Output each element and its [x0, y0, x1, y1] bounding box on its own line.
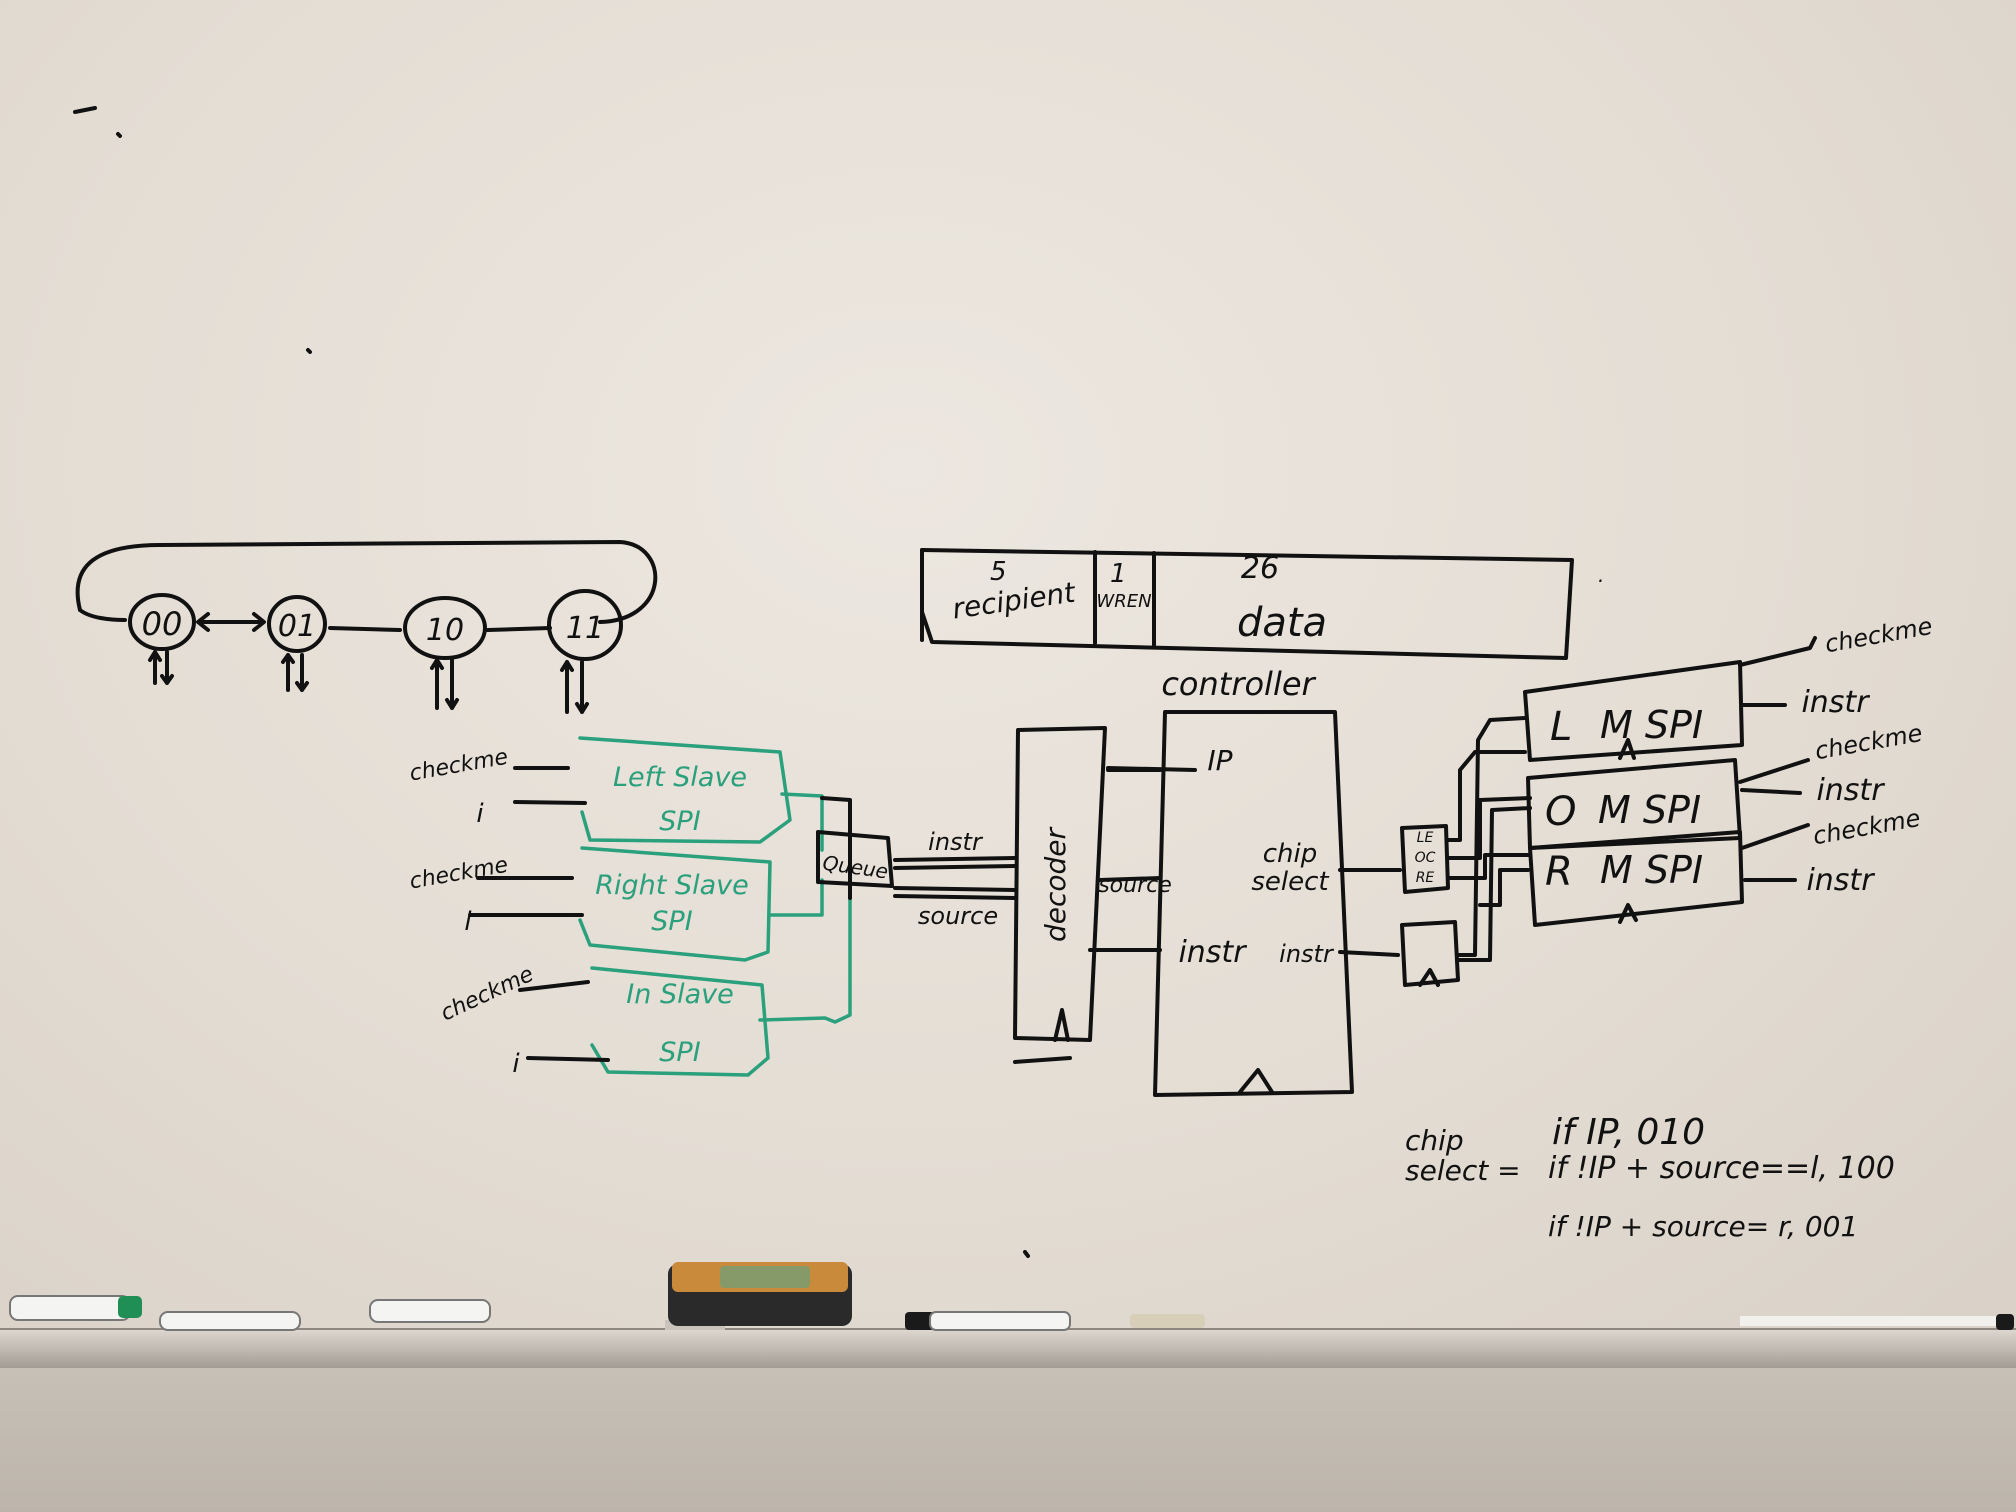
r-master-label: M SPI	[1600, 848, 1703, 892]
wren-label: WREN	[1096, 591, 1151, 612]
node-10	[403, 596, 487, 660]
o-master-letter: O	[1545, 789, 1576, 835]
o-master-label: M SPI	[1598, 788, 1701, 832]
l-master-spi-box	[1523, 660, 1744, 762]
right-slave-spi-box	[578, 846, 772, 962]
node-00-label: 00	[142, 605, 183, 643]
r-master-letter: R	[1545, 849, 1573, 895]
queue-out-instr: instr	[928, 828, 984, 856]
node-11	[547, 589, 623, 661]
controller-instr-out: instr	[1279, 940, 1335, 968]
l-master-letter: L	[1550, 704, 1572, 750]
master-spi-group: L M SPI O M SPI R M SPI checkme instr ch…	[1523, 612, 1935, 927]
queue-block: Queue instr source	[816, 828, 1017, 930]
svg-text:.: .	[1598, 563, 1604, 587]
in-slave-in-top: checkme	[437, 962, 538, 1027]
r-master-out-bot: instr	[1806, 863, 1875, 898]
note-rule-3: if !IP + source= r, 001	[1548, 1210, 1858, 1243]
o-master-out-bot: instr	[1816, 773, 1885, 808]
node-01-label: 01	[278, 609, 316, 644]
chip-select-note: chip select = if IP, 010 if !IP + source…	[1405, 1112, 1895, 1243]
note-rule-1: if IP, 010	[1552, 1112, 1705, 1153]
node-00	[128, 593, 196, 651]
controller-ip: IP	[1207, 744, 1232, 777]
marker-4	[929, 1311, 1071, 1331]
controller-source-in: source	[1098, 873, 1172, 898]
node-11-label: 11	[566, 611, 604, 646]
in-slave-line2: SPI	[659, 1037, 700, 1068]
controller-block: controller IP source instr chip select i…	[1098, 665, 1402, 1097]
node-ring: 00 01 10 11	[75, 540, 658, 714]
mux-label-re: RE	[1416, 870, 1435, 886]
controller-title: controller	[1161, 665, 1316, 703]
wren-bits: 1	[1110, 559, 1127, 589]
queue-label: Queue	[821, 851, 889, 884]
controller-instr-in: instr	[1178, 935, 1247, 970]
recipient-bits: 5	[990, 557, 1007, 587]
left-slave-in-top: checkme	[408, 745, 510, 787]
left-slave-in-bot: i	[476, 799, 484, 829]
mux-label-le: LE	[1417, 830, 1434, 846]
note-rule-2: if !IP + source==l, 100	[1548, 1151, 1895, 1186]
l-master-label: M SPI	[1600, 703, 1703, 747]
r-master-out-top: checkme	[1811, 804, 1923, 850]
note-label-chip: chip	[1405, 1124, 1464, 1157]
right-slave-line1: Right Slave	[595, 870, 748, 901]
tray-objects	[9, 1262, 2014, 1331]
in-slave-spi-box	[590, 966, 770, 1077]
slave-spi-group: Left Slave SPI Right Slave SPI In Slave …	[408, 736, 852, 1079]
left-slave-line2: SPI	[659, 806, 700, 837]
note-label-select: select =	[1405, 1154, 1521, 1187]
controller-select: select	[1251, 867, 1329, 897]
mux-label-oc: OC	[1415, 850, 1436, 866]
recipient-label: recipient	[950, 576, 1078, 626]
decoder-label: decoder	[1039, 826, 1072, 942]
in-slave-line1: In Slave	[626, 979, 733, 1010]
l-master-out-bot: instr	[1801, 685, 1870, 720]
marker-2	[159, 1311, 301, 1331]
node-10-label: 10	[426, 613, 464, 648]
right-slave-in-bot: i	[464, 907, 472, 937]
right-slave-in-top: checkme	[408, 853, 510, 895]
l-master-out-top: checkme	[1823, 612, 1935, 658]
node-01	[267, 595, 327, 653]
controller-chip: chip	[1263, 839, 1318, 869]
data-label: data	[1237, 600, 1327, 646]
o-master-out-top: checkme	[1813, 719, 1925, 765]
queue-out-source: source	[918, 902, 998, 930]
left-slave-line1: Left Slave	[613, 762, 747, 793]
chip-select-mux: LE OC RE	[1400, 716, 1532, 987]
data-bits: 26	[1241, 551, 1279, 586]
left-slave-spi-box	[578, 736, 792, 844]
right-slave-line2: SPI	[651, 906, 692, 937]
marker-1	[9, 1295, 131, 1321]
wall	[0, 1368, 2016, 1512]
packet-format: 5 recipient 1 WREN 26 data .	[920, 548, 1604, 660]
in-slave-in-bot: i	[512, 1049, 520, 1079]
r-master-spi-box	[1528, 830, 1744, 927]
marker-3	[369, 1299, 491, 1323]
